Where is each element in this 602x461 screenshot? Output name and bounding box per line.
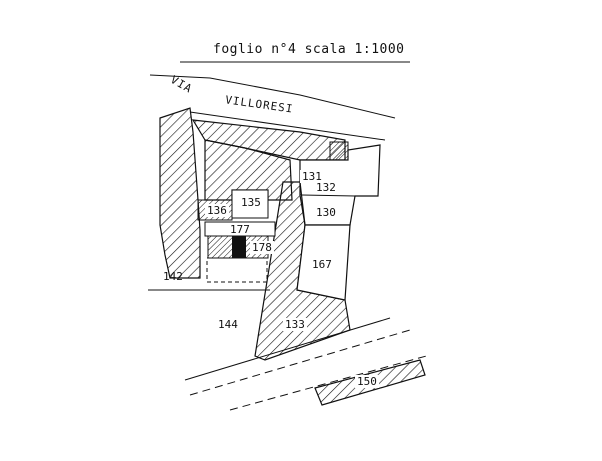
parcel-label-135: 135 [239, 196, 263, 209]
map-title: foglio n°4 scala 1:1000 [213, 42, 405, 57]
road-edge-3 [229, 354, 431, 411]
building-left [159, 107, 201, 279]
parcel-label-177: 177 [230, 223, 250, 236]
parcel-label-130: 130 [314, 206, 338, 219]
parcel-label-142: 142 [163, 270, 183, 283]
street-edge-upper [149, 74, 396, 119]
dashed-area [206, 257, 268, 283]
parcel-label-131: 131 [300, 170, 324, 183]
street-edge-lower [189, 111, 386, 141]
parcel-167 [296, 224, 351, 301]
road-edge-1 [184, 317, 391, 381]
parcel-label-150: 150 [355, 375, 379, 388]
building-178-solid [232, 236, 246, 258]
parcel-label-133: 133 [283, 318, 307, 331]
parcel-label-178: 178 [250, 241, 274, 254]
parcel-label-136: 136 [205, 204, 229, 217]
parcel-label-132: 132 [314, 181, 338, 194]
parcel-label-167: 167 [312, 258, 332, 271]
parcel-label-144: 144 [218, 318, 238, 331]
divider-130-132 [301, 194, 356, 197]
